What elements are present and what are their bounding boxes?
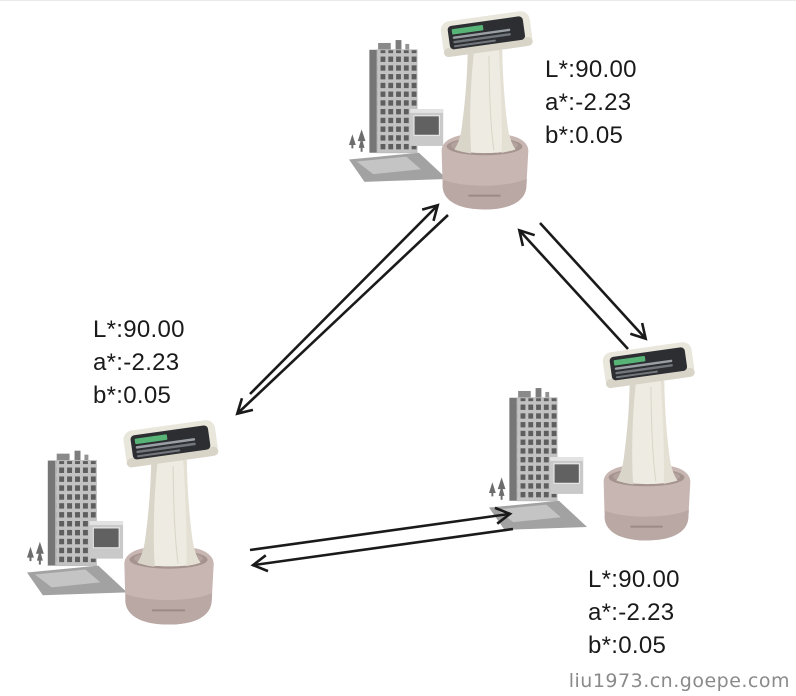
reading-top-b: b*:0.05 — [545, 122, 624, 149]
arrow-top-to-right — [539, 222, 648, 341]
reading-top: L*:90.00 a*:-2.23 b*:0.05 — [545, 53, 637, 152]
reading-top-l: L*:90.00 — [545, 56, 637, 83]
reading-left-l: L*:90.00 — [93, 316, 185, 343]
reading-left-b: b*:0.05 — [93, 382, 172, 409]
reading-right: L*:90.00 a*:-2.23 b*:0.05 — [588, 563, 680, 662]
reading-right-a: a*:-2.23 — [588, 599, 675, 626]
arrow-right-to-left — [250, 527, 514, 573]
arrow-left-to-right — [249, 506, 513, 552]
reading-right-l: L*:90.00 — [588, 566, 680, 593]
arrow-left-to-top — [249, 203, 440, 395]
reading-top-a: a*:-2.23 — [545, 89, 632, 116]
reading-left: L*:90.00 a*:-2.23 b*:0.05 — [93, 313, 185, 412]
arrow-right-to-top — [517, 228, 629, 350]
arrow-lines — [235, 203, 648, 573]
arrow-top-to-left — [235, 214, 449, 416]
reading-left-a: a*:-2.23 — [93, 349, 180, 376]
reading-right-b: b*:0.05 — [588, 632, 667, 659]
watermark-text: liu1973.cn.goepe.com — [568, 670, 790, 692]
